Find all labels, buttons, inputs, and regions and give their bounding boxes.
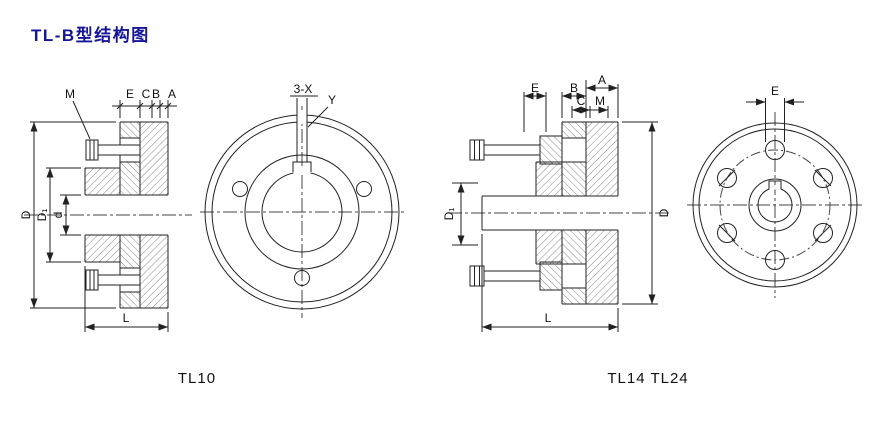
leader-m (72, 100, 91, 140)
pin-assembly-top (85, 137, 141, 163)
dim-label-m: M (595, 94, 605, 108)
pin-assembly-bottom (85, 267, 141, 293)
dim-label-d-outer: D (19, 210, 33, 219)
dimension-length (481, 234, 619, 332)
dim-label-d1: D₁ (35, 209, 49, 222)
center-cross (200, 106, 404, 318)
caption-tl14-tl24: TL14 TL24 (607, 370, 689, 387)
dim-label-m: M (65, 87, 75, 101)
dim-label-a: A (168, 87, 176, 101)
slot-lines (296, 98, 308, 162)
pin-hole (232, 181, 248, 197)
keyway (292, 161, 312, 172)
dim-label-d1: D₁ (442, 208, 456, 221)
dim-label-e: E (126, 87, 134, 101)
pin-hole (294, 270, 310, 286)
dimension-length (84, 266, 169, 332)
dimension-diameters (30, 121, 116, 309)
hub-circle (244, 154, 360, 270)
dim-label-l: L (123, 311, 130, 325)
center-cross (687, 112, 863, 298)
label-3x: 3-X (294, 82, 313, 96)
rim-circle (698, 128, 852, 282)
dimension-top-chain (523, 80, 619, 132)
fig-tl14-front: E (687, 84, 863, 298)
dim-label-c: C (577, 94, 586, 108)
fig-tl10-section: M E C B A D D₁ d (19, 87, 192, 332)
dim-label-l: L (545, 311, 552, 325)
fig-tl10-front: 3-X Y (200, 82, 404, 318)
bolt-circle (719, 149, 831, 261)
label-y: Y (328, 93, 336, 107)
dim-label-e: E (771, 84, 779, 98)
outer-circle (692, 122, 858, 288)
section-hatching (536, 122, 618, 304)
dimension-e (746, 98, 804, 142)
dim-label-c: C (142, 87, 151, 101)
dim-label-b: B (152, 87, 160, 101)
caption-tl10: TL10 (177, 370, 217, 387)
pin-assembly-top (469, 135, 587, 165)
fig-tl14-section: E B A C M D₁ D L (442, 73, 672, 332)
dim-label-e: E (531, 81, 539, 95)
dim-label-a: A (598, 73, 606, 87)
hub-circle (748, 178, 802, 232)
leader-y (307, 106, 329, 128)
pin-holes (717, 140, 833, 270)
pin-hole (356, 181, 372, 197)
page-title: TL-B型结构图 (31, 26, 150, 45)
dimension-top-chain (72, 100, 177, 140)
dim-label-b: B (570, 81, 578, 95)
keyway (768, 180, 782, 189)
pin-assembly-bottom (469, 261, 587, 291)
dim-label-d-outer: D (657, 208, 671, 217)
dim-label-d-bore: d (51, 212, 65, 219)
dimension-diameters (452, 121, 658, 305)
